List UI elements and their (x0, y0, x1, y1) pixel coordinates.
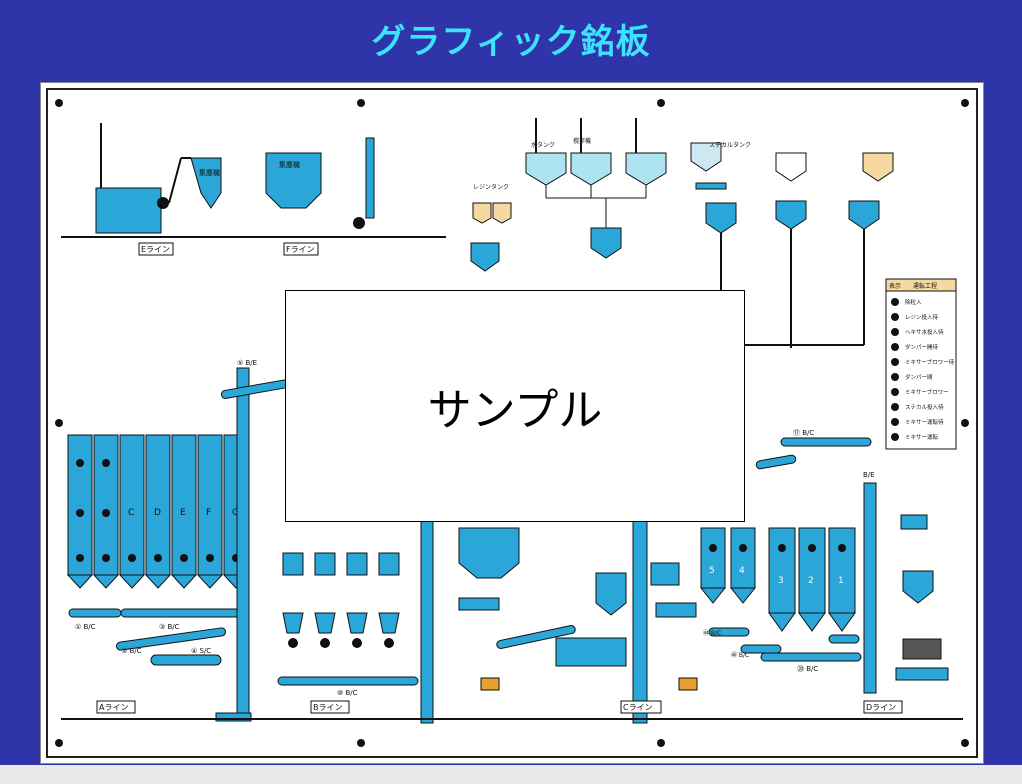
belt-label: ③ B/C (121, 647, 142, 655)
silo-letter: E (180, 508, 186, 518)
resin-tank-1 (492, 202, 512, 224)
stecal-tank-label: ステカルタンク (709, 141, 751, 149)
belt-label: ⑰ B/C (793, 429, 814, 437)
water-additive-tank (775, 152, 807, 182)
belt-conveyor (68, 608, 122, 618)
hexa-tank-1 (570, 152, 612, 186)
e-dust-collector (190, 157, 222, 209)
silo-number: 2 (808, 576, 814, 586)
stecal-tank (690, 142, 722, 172)
e-line-tank (95, 187, 162, 234)
legend-item: 除粒入 (905, 298, 922, 306)
sample-label: サンプル (427, 385, 603, 436)
c-line-silos (699, 527, 856, 632)
d-line-label: Dライン (866, 703, 896, 712)
b-line-label: Bライン (313, 703, 343, 712)
e-blower-icon (157, 197, 169, 209)
bucket-elevator (236, 367, 250, 719)
belt-label: ① B/C (75, 623, 96, 631)
belt-label: ⑩ B/C (337, 689, 358, 697)
belt-label: ③ B/C (159, 623, 180, 631)
hexa-tank-2 (625, 152, 667, 186)
water-tank (525, 152, 567, 186)
graphic-nameplate: 集塵機 集塵機 Eライン Fライン 水タンク 撹拌機 レジンタンク ステカルタン… (40, 82, 984, 764)
page-title: グラフィック銘板 (371, 22, 651, 62)
belt-conveyor (120, 608, 242, 618)
process-diagram: 集塵機 集塵機 Eライン Fライン 水タンク 撹拌機 レジンタンク ステカルタン… (46, 88, 978, 758)
silo-number: 4 (739, 566, 745, 576)
belt-label: ㊹ B/C (703, 629, 721, 637)
legend-header-right: 運転工程 (913, 282, 937, 290)
a-line-label: Aライン (99, 703, 128, 712)
silo-letter: D (154, 508, 161, 518)
water-additive-weigher (775, 200, 807, 230)
legend-item: ミキサーブロワー (905, 388, 949, 396)
container-hopper (902, 570, 934, 604)
belt-label: ㊻ B/C (731, 651, 749, 659)
sample-overlay: サンプル (285, 290, 745, 522)
belt-label: B/E (863, 471, 875, 479)
silo-letter: C (128, 508, 134, 518)
legend-item: レジン投入待 (905, 313, 939, 321)
legend-header-left: 表示 (889, 282, 901, 290)
resin-tank-2 (472, 202, 492, 224)
frame-rivets (55, 99, 969, 747)
belt-conveyor (277, 676, 419, 686)
silo-number: 3 (778, 576, 784, 586)
belt-conveyor (115, 627, 227, 651)
legend-item: ステカル投入待 (905, 403, 944, 411)
belt-label: ⑳ B/C (797, 665, 818, 673)
screw-conveyor (150, 654, 222, 666)
silo-number: 5 (709, 566, 715, 576)
legend-item: ダンパー閉 (905, 373, 933, 381)
silo-number: 1 (838, 576, 844, 586)
c-line-label: Cライン (623, 703, 653, 712)
powder-additive-tank (862, 152, 894, 182)
hot-cooler (555, 637, 627, 667)
bottom-strip (0, 765, 1022, 784)
water-tank-label: 水タンク (531, 141, 555, 149)
legend-item: ミキサー運転 (905, 434, 939, 441)
belt-label: ⑤ B/E (237, 359, 257, 367)
legend-item: ダンパー開待 (905, 343, 939, 351)
b-line-hoppers (282, 552, 400, 648)
belt-label: ④ S/C (191, 647, 211, 655)
resin-weigher (470, 242, 500, 272)
container-scale (902, 638, 942, 660)
belt-conveyor (760, 652, 862, 662)
silo-letter: G (232, 508, 239, 518)
dust-label-2: 集塵機 (279, 160, 300, 169)
legend-item: ヘキサ水投入待 (905, 328, 944, 336)
resin-tank-label: レジンタンク (473, 183, 509, 191)
e-line-label: Eライン (141, 245, 170, 254)
f-line-silo (265, 152, 322, 209)
stirrer-label: 撹拌機 (573, 137, 591, 145)
legend-items: 除粒入 レジン投入待 ヘキサ水投入待 ダンパー開待 ミキサーブロワー待 ダンパー… (891, 298, 955, 441)
hexa-weigher (590, 227, 622, 259)
powder-additive-weigher (848, 200, 880, 230)
legend-item: ミキサー運転待 (905, 418, 944, 426)
stecal-weigher (705, 202, 737, 234)
dust-label-1: 集塵機 (199, 168, 220, 177)
a-line-silos (66, 434, 250, 589)
silo-letter: F (206, 508, 211, 518)
mixer (458, 527, 520, 579)
d-line-elevator (863, 482, 877, 694)
legend-item: ミキサーブロワー待 (905, 358, 955, 366)
f-line-label: Fライン (286, 245, 315, 254)
outer-frame (46, 88, 978, 758)
belt-conveyor (780, 437, 872, 447)
